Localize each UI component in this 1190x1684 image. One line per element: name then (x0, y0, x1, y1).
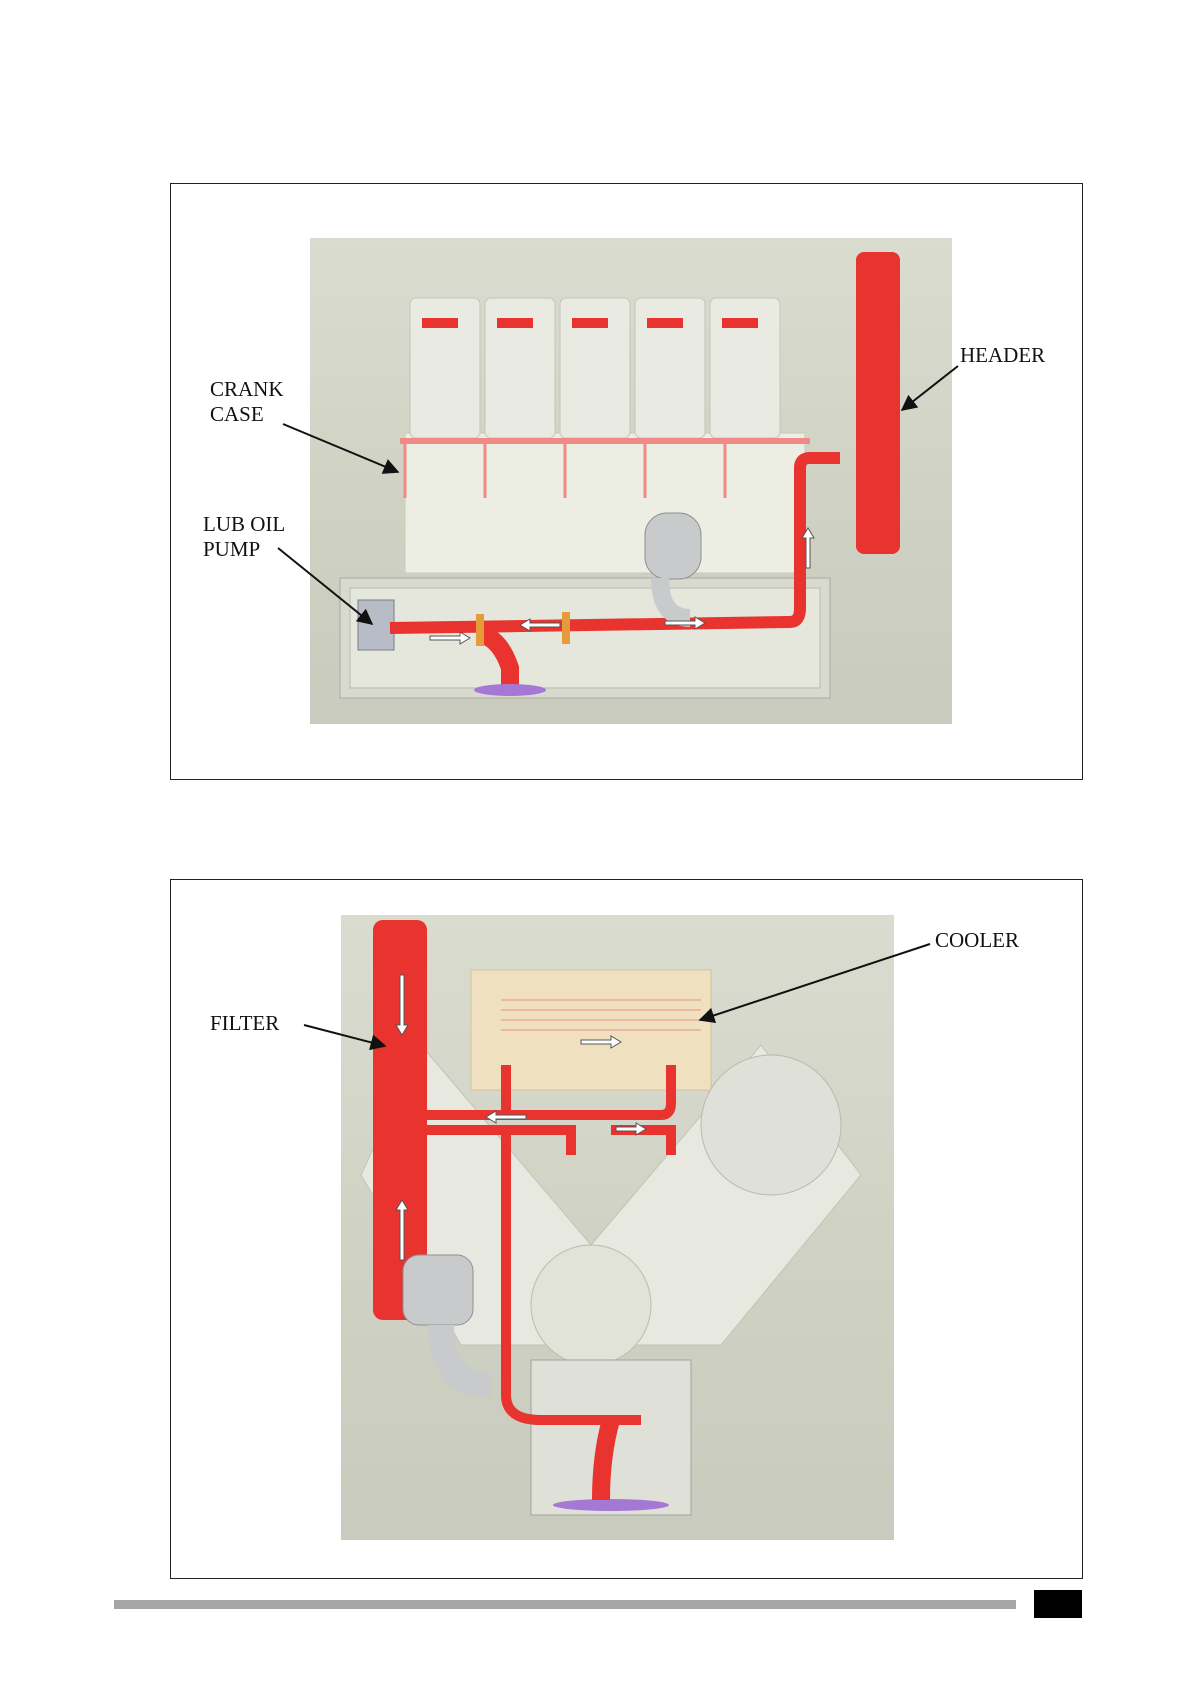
crank-case-label: CRANK CASE (210, 377, 284, 427)
footer-rule (114, 1600, 1016, 1609)
lub-oil-pump-label: LUB OIL PUMP (203, 512, 285, 562)
filter-label: FILTER (210, 1011, 279, 1036)
engine-end-view-svg (341, 915, 894, 1540)
engine-side-view-svg (310, 238, 952, 724)
engine-side-view-illustration (310, 238, 952, 724)
cooler-label: COOLER (935, 928, 1019, 953)
header-label: HEADER (960, 343, 1045, 368)
engine-end-view-illustration (341, 915, 894, 1540)
page-number-box (1034, 1590, 1082, 1618)
